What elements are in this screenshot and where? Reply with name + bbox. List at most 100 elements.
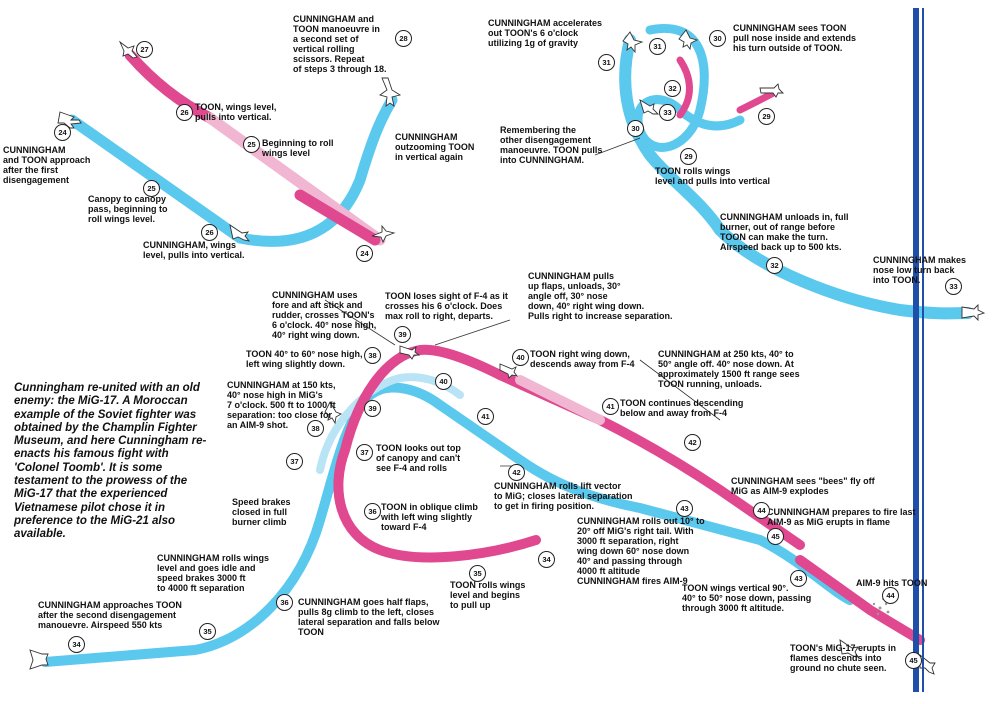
divider-bar <box>913 8 919 692</box>
aircraft-icon <box>229 224 251 242</box>
annotation-label: TOON rolls wings level and begins to pul… <box>450 580 526 610</box>
annotation-label: CUNNINGHAM unloads in, full burner, out … <box>720 212 849 252</box>
step-marker: 31 <box>649 38 666 55</box>
aircraft-icon <box>622 31 644 54</box>
step-marker: 41 <box>602 398 619 415</box>
annotation-label: TOON right wing down, descends away from… <box>530 349 635 369</box>
aircraft-icon <box>29 649 49 670</box>
annotation-label: CUNNINGHAM makes nose low turn back into… <box>873 255 967 285</box>
step-marker: 41 <box>477 408 494 425</box>
annotation-label: Beginning to roll wings level <box>262 138 334 158</box>
annotation-label: Speed brakes closed in full burner climb <box>232 497 291 527</box>
step-marker: 42 <box>684 434 701 451</box>
annotation-label: CUNNINGHAM prepares to fire last AIM-9 a… <box>767 507 916 527</box>
step-marker: 43 <box>790 570 807 587</box>
aircraft-icon <box>57 111 82 129</box>
annotation-label: CUNNINGHAM sees "bees" fly off MiG as AI… <box>731 476 875 496</box>
toon-path-29-33 <box>676 56 779 119</box>
annotation-label: CUNNINGHAM rolls out 10° to 20° off MiG'… <box>577 516 705 586</box>
cunningham-path-29-33-loop <box>633 24 745 152</box>
step-marker: 26 <box>176 104 193 121</box>
step-marker: 28 <box>395 30 412 47</box>
step-marker: 37 <box>356 444 373 461</box>
annotation-label: CUNNINGHAM sees TOON pull nose inside an… <box>733 23 857 53</box>
annotation-label: CUNNINGHAM and TOON manoeuvre in a secon… <box>293 14 387 74</box>
step-marker: 29 <box>680 148 697 165</box>
annotation-label: CUNNINGHAM goes half flaps, pulls 8g cli… <box>298 597 440 637</box>
step-marker: 34 <box>538 551 555 568</box>
step-marker: 36 <box>276 594 293 611</box>
step-marker: 25 <box>143 180 160 197</box>
annotation-label: CUNNINGHAM outzooming TOON in vertical a… <box>395 132 475 162</box>
annotation-label: CUNNINGHAM uses fore and aft stick and r… <box>272 290 377 340</box>
step-marker: 24 <box>356 245 373 262</box>
step-marker: 31 <box>598 54 615 71</box>
toon-path-34-45-light <box>515 375 605 425</box>
step-marker: 24 <box>54 124 71 141</box>
step-marker: 32 <box>766 257 783 274</box>
step-marker: 35 <box>469 565 486 582</box>
step-marker: 35 <box>199 623 216 640</box>
annotation-label: TOON 40° to 60° nose high, left wing sli… <box>246 349 363 369</box>
leader-lines <box>324 137 721 467</box>
aircraft-icon <box>839 639 859 658</box>
annotation-label: TOON loses sight of F-4 as it crosses hi… <box>385 291 508 321</box>
annotation-label: TOON, wings level, pulls into vertical. <box>195 102 277 122</box>
step-marker: 39 <box>364 400 381 417</box>
step-marker: 33 <box>659 104 676 121</box>
annotation-label: TOON wings vertical 90°. 40° to 50° nose… <box>682 583 812 613</box>
annotation-label: CUNNINGHAM rolls wings level and goes id… <box>157 553 270 593</box>
step-marker: 30 <box>627 120 644 137</box>
annotation-label: CUNNINGHAM rolls lift vector to MiG; clo… <box>494 481 633 511</box>
annotation-label: TOON rolls wings level and pulls into ve… <box>655 166 771 186</box>
photo-caption: Cunningham re-united with an old enemy: … <box>14 382 207 541</box>
toon-path-34-45-final <box>795 555 925 645</box>
annotation-label: TOON continues descending below and away… <box>620 398 744 418</box>
aircraft-icon <box>324 401 343 425</box>
step-marker: 27 <box>136 41 153 58</box>
annotation-label: CUNNINGHAM at 150 kts, 40° nose high in … <box>227 380 336 430</box>
explosion-burst-icon <box>872 598 890 616</box>
step-marker: 38 <box>307 420 324 437</box>
step-marker: 34 <box>68 636 85 653</box>
step-marker: 36 <box>364 503 381 520</box>
cunningham-path-34-45 <box>40 382 855 667</box>
annotation-label: TOON looks out top of canopy and can't s… <box>376 443 461 473</box>
toon-path-34-45 <box>333 344 805 563</box>
annotation-label: Canopy to canopy pass, beginning to roll… <box>88 194 168 224</box>
step-marker: 37 <box>286 453 303 470</box>
step-marker: 44 <box>753 502 770 519</box>
step-marker: 29 <box>758 108 775 125</box>
step-marker: 42 <box>508 464 525 481</box>
step-marker: 45 <box>767 528 784 545</box>
annotation-label: TOON in oblique climb with left wing sli… <box>381 502 478 532</box>
toon-path-24-28-end <box>294 189 381 246</box>
aircraft-icon <box>371 224 396 244</box>
step-marker: 30 <box>709 30 726 47</box>
step-marker: 40 <box>435 373 452 390</box>
step-marker: 39 <box>394 326 411 343</box>
annotation-label: Remembering the other disengagement mano… <box>500 125 603 165</box>
divider-bar-thin <box>922 8 924 692</box>
annotation-label: CUNNINGHAM pulls up flaps, unloads, 30° … <box>528 271 673 321</box>
step-marker: 33 <box>945 278 962 295</box>
step-marker: 38 <box>364 347 381 364</box>
toon-path-24-28-upper <box>124 49 216 124</box>
annotation-label: CUNNINGHAM accelerates out TOON's 6 o'cl… <box>488 18 603 48</box>
aircraft-icon <box>118 40 138 59</box>
annotation-label: CUNNINGHAM, wings level, pulls into vert… <box>143 240 245 260</box>
step-marker: 25 <box>243 136 260 153</box>
aircraft-icon <box>639 99 660 115</box>
aircraft-icon <box>961 303 986 322</box>
aircraft-icon <box>378 77 402 108</box>
step-marker: 40 <box>512 349 529 366</box>
annotation-label: CUNNINGHAM at 250 kts, 40° to 50° angle … <box>658 349 800 389</box>
aircraft-icon <box>759 83 785 98</box>
step-marker: 43 <box>676 500 693 517</box>
aircraft-icon <box>499 363 519 379</box>
step-marker: 45 <box>905 652 922 669</box>
annotation-label: CUNNINGHAM and TOON approach after the f… <box>3 145 91 185</box>
step-marker: 44 <box>882 587 899 604</box>
step-marker: 26 <box>201 224 218 241</box>
